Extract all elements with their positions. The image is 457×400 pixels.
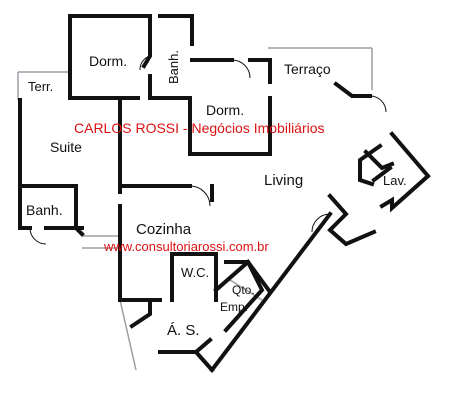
room-label-lav: Lav. bbox=[383, 173, 407, 188]
door-swings bbox=[29, 55, 387, 245]
walls bbox=[18, 14, 431, 373]
room-label-terr: Terr. bbox=[28, 79, 53, 94]
watermark-company-name: CARLOS ROSSI - Negócios Imobiliários bbox=[74, 120, 325, 136]
room-label-dorm-1: Dorm. bbox=[89, 53, 127, 69]
room-label-emp: Emp. bbox=[220, 300, 248, 314]
room-label-terraco: Terraço bbox=[284, 61, 331, 77]
exterior-outline bbox=[17, 47, 373, 371]
room-label-qto: Qto. bbox=[232, 283, 255, 297]
room-label-dorm-2: Dorm. bbox=[206, 102, 244, 118]
room-label-wc: W.C. bbox=[181, 265, 209, 280]
room-label-living: Living bbox=[264, 172, 303, 189]
room-label-banheiro-1: Banh. bbox=[166, 50, 181, 84]
room-label-suite: Suite bbox=[50, 139, 82, 155]
room-label-cozinha: Cozinha bbox=[136, 221, 192, 238]
room-label-banheiro-2: Banh. bbox=[26, 202, 63, 218]
watermark-website: www.consultoriarossi.com.br bbox=[103, 239, 269, 254]
room-label-area-servico: Á. S. bbox=[167, 322, 200, 339]
